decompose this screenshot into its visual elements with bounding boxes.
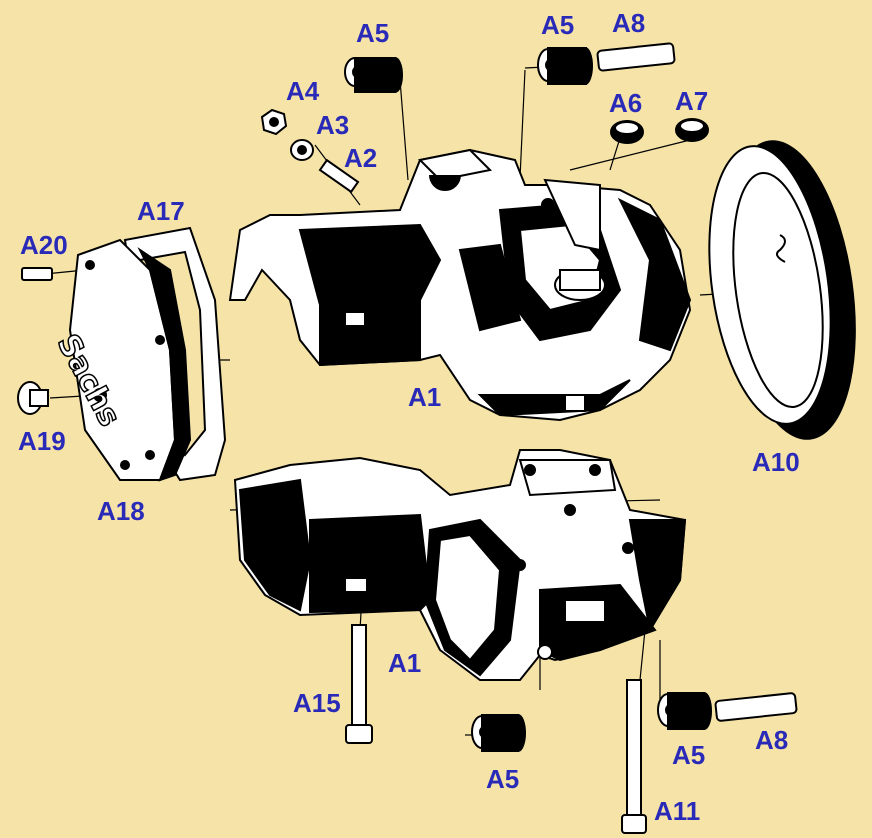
- label-a4: A4: [286, 76, 320, 106]
- label-a8-bottom: A8: [755, 725, 789, 755]
- washer: [290, 139, 314, 161]
- label-a5-bottom-left: A5: [486, 764, 520, 794]
- label-a3: A3: [316, 110, 350, 140]
- bushing-bottom-right: [657, 692, 712, 730]
- long-bolt-a11: [621, 679, 647, 834]
- lower-crankcase-half: [233, 449, 687, 681]
- label-a5-bottom-right: A5: [672, 740, 706, 770]
- flywheel-cover-drum: [708, 140, 856, 440]
- pin-bottom: [714, 692, 798, 722]
- label-a1-lower: A1: [388, 648, 422, 678]
- label-a1-upper: A1: [408, 382, 442, 412]
- cover-screw: [17, 381, 49, 415]
- label-a19: A19: [18, 426, 66, 456]
- bushing-top-right: [537, 47, 593, 85]
- label-a18: A18: [97, 496, 145, 526]
- label-a15: A15: [293, 688, 341, 718]
- small-screw: [21, 267, 53, 281]
- label-a11: A11: [654, 796, 701, 826]
- grommet-a6: [610, 120, 644, 144]
- label-a20: A20: [20, 230, 68, 260]
- upper-crankcase-half: [228, 148, 692, 422]
- label-a2: A2: [344, 143, 378, 173]
- grommet-a7: [675, 118, 709, 142]
- side-cover: [68, 238, 192, 482]
- label-a5-top-left: A5: [356, 18, 390, 48]
- bushing-top-left: [344, 57, 403, 93]
- pin-top: [596, 42, 676, 72]
- label-a5-top-right: A5: [541, 10, 575, 40]
- nut: [260, 108, 288, 136]
- label-a6: A6: [609, 88, 643, 118]
- label-a7: A7: [675, 86, 709, 116]
- label-a17: A17: [137, 196, 185, 226]
- label-a10: A10: [752, 447, 800, 477]
- stud-bolt: [318, 158, 360, 194]
- bushing-bottom-left: [471, 714, 526, 752]
- long-bolt-a15: [345, 624, 373, 744]
- label-a8-top: A8: [612, 8, 646, 38]
